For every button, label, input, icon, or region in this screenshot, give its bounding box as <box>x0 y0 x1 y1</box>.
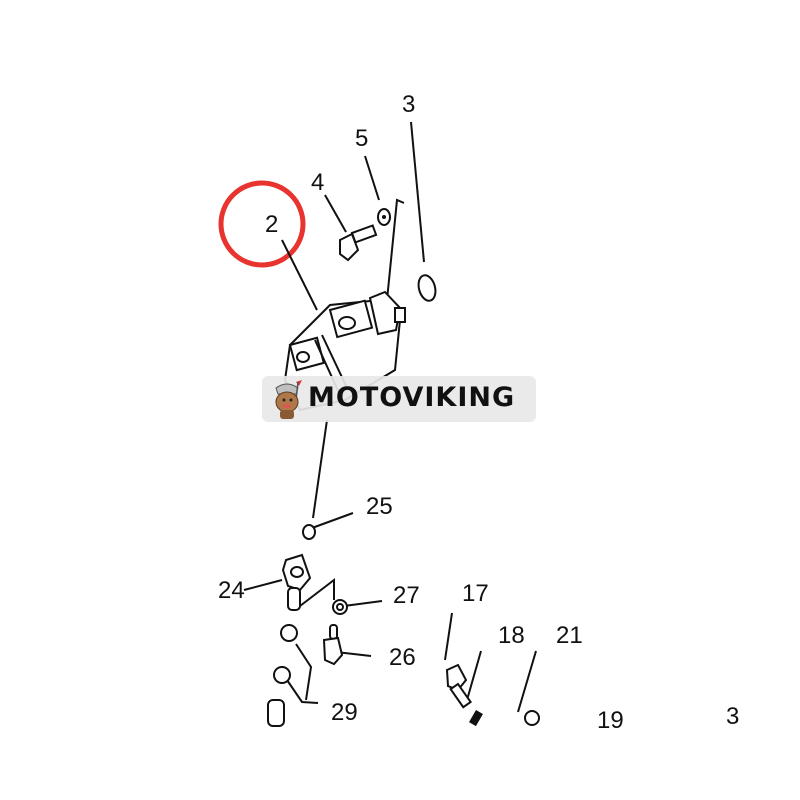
viking-mascot-logo-icon <box>275 380 302 419</box>
part-17-bolt <box>445 663 473 709</box>
callout-19: 19 <box>597 707 624 734</box>
part-27-washer <box>332 599 348 615</box>
part-29-plugs <box>267 624 298 727</box>
part-21-fitting <box>524 710 540 726</box>
image-bottom-whitespace <box>0 736 800 800</box>
part-18-pin <box>469 710 483 727</box>
callout-4: 4 <box>311 169 324 196</box>
callout-26: 26 <box>389 644 416 671</box>
callout-3: 3 <box>402 91 415 118</box>
callout-2: 2 <box>265 211 278 238</box>
callout-17: 17 <box>462 580 489 607</box>
callout-29: 29 <box>331 699 358 726</box>
watermark-banner: MOTOVIKING <box>262 376 536 422</box>
part-26-fitting <box>322 624 344 666</box>
callout-21: 21 <box>556 622 583 649</box>
part-3-o-ring <box>417 274 437 302</box>
part-5-washer <box>377 208 391 226</box>
part-25-o-ring <box>302 524 316 540</box>
part-24-flange-fitting <box>281 553 312 611</box>
watermark-text: MOTOVIKING <box>308 382 516 413</box>
callout-3b: 3 <box>726 703 739 730</box>
callout-24: 24 <box>218 577 245 604</box>
highlight-circle <box>218 180 306 268</box>
callout-25: 25 <box>366 493 393 520</box>
part-4-bolt <box>339 224 378 262</box>
callout-27: 27 <box>393 582 420 609</box>
callout-18: 18 <box>498 622 525 649</box>
callout-5: 5 <box>355 125 368 152</box>
